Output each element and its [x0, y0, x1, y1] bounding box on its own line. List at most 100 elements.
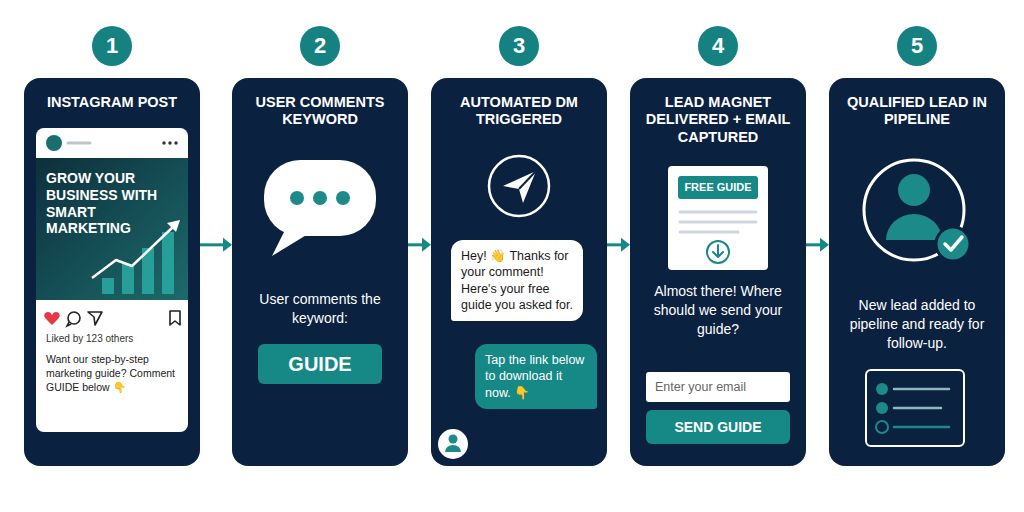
post-likes: Liked by 123 others [46, 332, 182, 345]
step-number-badge: 5 [897, 26, 937, 66]
profile-name-line [68, 142, 90, 145]
check-mark [945, 237, 962, 250]
pipeline-rows-part [876, 421, 888, 433]
arrowhead [223, 238, 232, 252]
step-description: Almost there! Where should we send your … [643, 282, 793, 339]
step-panel: AUTOMATED DM TRIGGERED Hey! 👋 Thanks for … [431, 78, 607, 466]
pipeline-rows [876, 383, 949, 433]
pipeline-rows-part [894, 426, 949, 429]
post-caption: Want our step-by-step marketing guide? C… [46, 352, 182, 395]
pipeline-rows-part [876, 383, 888, 395]
document-lines-part [680, 231, 738, 234]
arrow-shaft [200, 243, 224, 246]
arrowhead [422, 238, 431, 252]
typing-dots-part [290, 191, 304, 205]
step-panel: USER COMMENTS KEYWORD User comments the k… [232, 78, 408, 466]
dm-message-bubble: Tap the link below to download it now. 👇 [475, 344, 597, 409]
arrowhead [621, 238, 630, 252]
step-panel: QUALIFIED LEAD IN PIPELINE New lead added… [829, 78, 1005, 466]
pipeline-list [866, 370, 964, 446]
chart-bars-part [122, 264, 134, 294]
typing-dots-part [313, 191, 327, 205]
download-ring [707, 241, 729, 263]
paper-plane-fold [519, 171, 536, 189]
document-lines-part [680, 211, 756, 214]
arrowhead [820, 238, 829, 252]
pipeline-rows-part [876, 402, 888, 414]
step-number-badge: 4 [698, 26, 738, 66]
comment-icon-part [68, 312, 80, 324]
paper-plane [503, 171, 536, 203]
send-icon-ring [489, 156, 549, 216]
post-image [36, 158, 188, 300]
more-dots [162, 141, 177, 144]
step-number-badge: 2 [300, 26, 340, 66]
comment-icon [67, 312, 80, 326]
speech-bubble [264, 160, 376, 236]
comment-illustration [232, 78, 408, 466]
message-text: Hey! 👋 Thanks for your comment! Here's y… [461, 248, 573, 313]
download-arrow [713, 245, 723, 257]
email-input: Enter your email [646, 372, 790, 402]
step-panel: LEAD MAGNET DELIVERED + EMAIL CAPTURED Al… [630, 78, 806, 466]
lead-body [886, 214, 942, 240]
typing-dots [290, 191, 350, 205]
action-button: SEND GUIDE [646, 410, 790, 444]
more-dots-part [162, 141, 165, 144]
step-number-badge: 1 [92, 26, 132, 66]
arrow-shaft [806, 243, 821, 246]
user-avatar-head [449, 435, 458, 444]
post-headline: GROW YOUR BUSINESS WITH SMART MARKETING [46, 170, 162, 237]
keyword-label: GUIDE [288, 353, 351, 375]
step-number: 4 [712, 35, 724, 57]
profile-avatar [46, 135, 62, 151]
check-badge [936, 227, 970, 261]
more-dots-part [168, 141, 171, 144]
button-label: SEND GUIDE [674, 419, 761, 436]
instagram-post-card: GROW YOUR BUSINESS WITH SMART MARKETING L… [36, 128, 188, 432]
typing-dots-part [336, 191, 350, 205]
user-avatar [438, 429, 468, 459]
user-avatar-body [445, 445, 461, 452]
dm-message-bubble: Hey! 👋 Thanks for your comment! Here's y… [451, 240, 583, 321]
flow-arrow [806, 238, 829, 252]
panel-heading: USER COMMENTS KEYWORD [245, 94, 395, 129]
arrow-shaft [607, 243, 622, 246]
message-text: Tap the link below to download it now. 👇 [485, 352, 587, 401]
step-number: 2 [314, 35, 326, 57]
like-icon [44, 312, 59, 325]
panel-heading: INSTAGRAM POST [37, 94, 187, 111]
chart-bars-part [162, 232, 174, 294]
action-button: GUIDE [258, 344, 382, 384]
trend-arrowhead [167, 220, 180, 232]
document-lines-part [680, 221, 756, 224]
step-description: New lead added to pipeline and ready for… [842, 296, 992, 353]
step-panel: INSTAGRAM POST GROW YOUR BUSINESS WITH S… [24, 78, 200, 466]
panel-heading: QUALIFIED LEAD IN PIPELINE [842, 94, 992, 129]
more-dots-part [174, 141, 177, 144]
arrow-shaft [408, 243, 423, 246]
input-placeholder: Enter your email [655, 380, 746, 395]
step-number: 3 [513, 35, 525, 57]
step-number: 5 [911, 35, 923, 57]
lead-head [898, 174, 930, 206]
pipeline-rows-part [894, 388, 949, 391]
guide-label: FREE GUIDE [678, 176, 758, 199]
step-description: User comments the keyword: [250, 290, 390, 328]
flow-arrow [607, 238, 630, 252]
panel-heading: AUTOMATED DM TRIGGERED [444, 94, 594, 129]
chart-bars-part [102, 278, 114, 294]
lead-illustration [829, 78, 1005, 466]
step-number: 1 [106, 35, 118, 57]
flow-arrow [200, 238, 232, 252]
comment-icon-part [67, 322, 71, 326]
pipeline-rows-part [894, 407, 941, 410]
panel-heading: LEAD MAGNET DELIVERED + EMAIL CAPTURED [643, 94, 793, 146]
share-icon [88, 312, 102, 325]
document-lines [680, 212, 756, 232]
lead-magnet-document: FREE GUIDE [668, 166, 768, 270]
save-icon [170, 311, 180, 325]
step-number-badge: 3 [499, 26, 539, 66]
